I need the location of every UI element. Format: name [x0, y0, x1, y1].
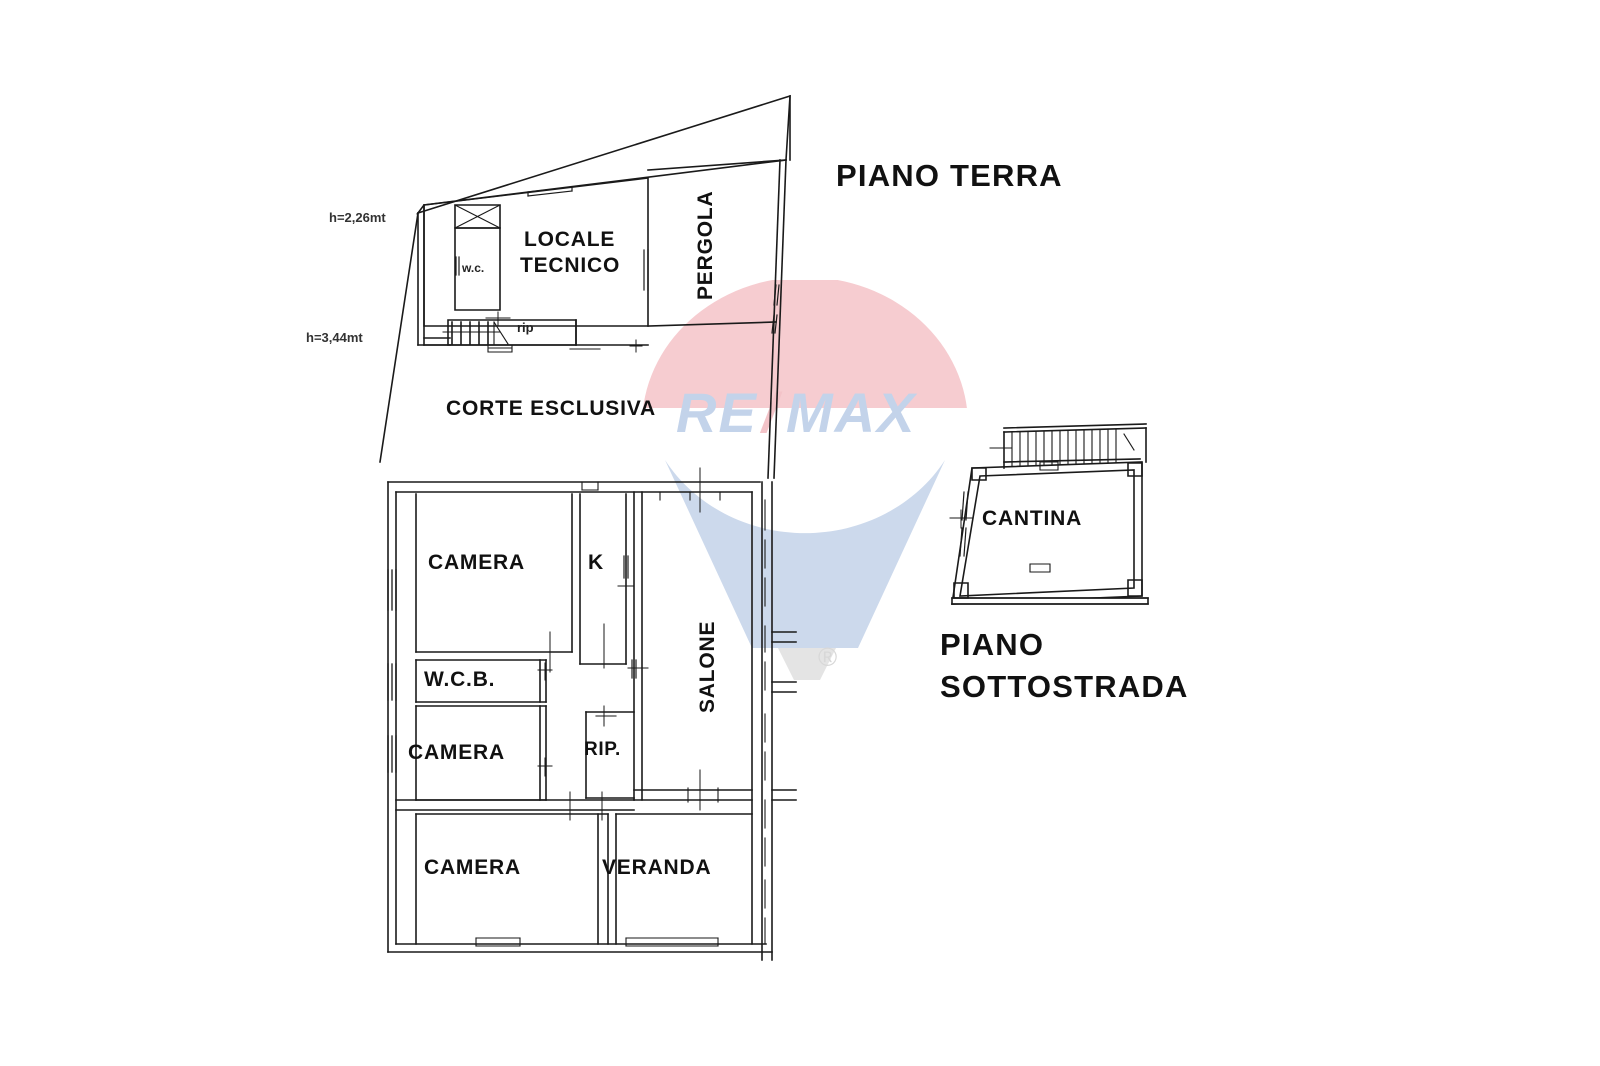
label-corte-esclusiva: CORTE ESCLUSIVA	[446, 397, 656, 420]
room-label-pergola: PERGOLA	[694, 190, 717, 300]
watermark-balloon-red	[643, 280, 967, 408]
height-label-lower: h=3,44mt	[306, 330, 363, 345]
room-label-wc: w.c.	[462, 261, 485, 275]
room-label-veranda: VERANDA	[602, 856, 712, 879]
room-label-camera-1: CAMERA	[428, 551, 525, 574]
title-piano-terra: PIANO TERRA	[836, 158, 1063, 193]
watermark-basket-icon	[778, 648, 836, 680]
watermark-registered-mark: ®	[818, 642, 837, 672]
room-label-locale-tecnico-line1: LOCALE	[524, 228, 616, 251]
height-label-upper: h=2,26mt	[329, 210, 386, 225]
room-label-salone: SALONE	[696, 620, 719, 713]
basement-structure	[949, 423, 1149, 605]
room-label-kitchen: K	[588, 551, 604, 574]
room-label-wcb: W.C.B.	[424, 668, 496, 691]
watermark-balloon-blue	[665, 460, 945, 648]
room-label-locale-tecnico-line2: TECNICO	[520, 254, 621, 277]
room-label-rip: rip	[517, 320, 534, 335]
ground-floor-structure	[379, 94, 791, 479]
watermark-brand-re: RE	[676, 381, 758, 444]
room-label-camera-3: CAMERA	[424, 856, 521, 879]
title-piano-sottostrada-line1: PIANO	[940, 627, 1045, 662]
room-label-cantina: CANTINA	[982, 507, 1083, 530]
lower-floor-structure	[387, 467, 797, 961]
watermark-brand-max: MAX	[786, 381, 918, 444]
title-piano-sottostrada-line2: SOTTOSTRADA	[940, 669, 1189, 704]
room-label-ripostiglio: RIP.	[584, 739, 621, 760]
room-label-camera-2: CAMERA	[408, 741, 505, 764]
